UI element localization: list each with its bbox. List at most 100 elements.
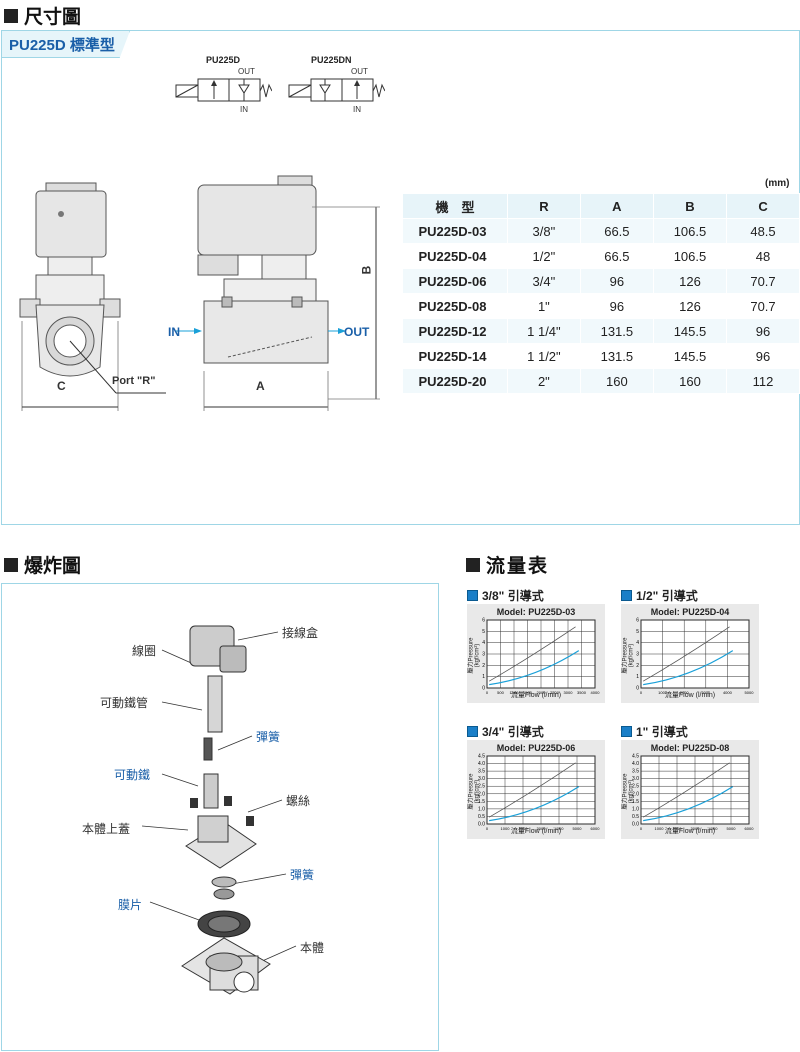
y-tick-label: 2 [482,663,485,669]
bullet-icon [621,726,632,737]
part-label-plunger-tube: 可動鐵管 [100,696,149,710]
table-cell: 3/8" [506,218,581,244]
front-view-drawing [19,182,166,411]
y-tick-label: 4 [636,640,639,646]
table-cell: PU225D-12 [402,318,508,344]
y-tick-label: 3.0 [632,776,639,782]
x-tick-label: 2500 [550,690,560,695]
x-tick-label: 500 [497,690,504,695]
x-tick-label: 1500 [523,690,533,695]
x-tick-label: 3500 [577,690,587,695]
x-tick-label: 2000 [680,690,690,695]
x-tick-label: 1000 [501,826,511,831]
table-cell: 160 [579,368,654,394]
part-label-junction-box: 接線盒 [282,626,319,640]
table-cell: 126 [652,268,728,294]
symbol-pu225d: PU225D OUT IN [172,53,272,123]
table-cell: 145.5 [652,318,728,344]
exploded-panel: 線圈 可動鐵管 可動鐵 本體上蓋 膜片 接線盒 彈簧 螺絲 彈簧 本體 [1,583,439,1051]
y-tick-label: 4 [482,640,485,646]
table-cell: 106.5 [652,218,728,244]
x-tick-label: 4000 [709,826,719,831]
valve-symbol-icon [175,78,272,102]
flow-curve-dark [642,762,730,818]
y-tick-label: 1 [482,674,485,680]
table-cell: 48 [726,243,800,269]
flow-curve-dark [488,762,576,818]
table-cell: 126 [652,293,728,319]
y-tick-label: 1.5 [632,799,639,805]
part-label-body: 本體 [300,941,325,955]
x-tick-label: 0 [640,826,643,831]
flow-curve-dark [642,626,730,682]
section-title-flow: 流量表 [466,551,549,578]
bullet-icon [621,590,632,601]
table-cell: 1 1/4" [506,318,581,344]
table-cell: 1" [506,293,581,319]
flow-curve-blue [489,650,580,686]
part-label-plunger: 可動鐵 [114,768,151,782]
table-cell: PU225D-04 [402,243,508,269]
column-header: B [652,193,728,219]
table-cell: 131.5 [579,318,654,344]
x-tick-label: 2000 [673,826,683,831]
part-label-spring: 彈簧 [290,868,315,882]
table-cell: 131.5 [579,343,654,369]
x-tick-label: 4000 [555,826,565,831]
section-title-dimension: 尺寸圖 [4,2,81,29]
y-tick-label: 0.5 [478,814,485,820]
table-cell: 112 [726,368,800,394]
table-cell: 3/4" [506,268,581,294]
y-tick-label: 4.0 [632,761,639,767]
y-tick-label: 2.0 [478,791,485,797]
table-cell: 96 [579,268,654,294]
square-bullet-icon [4,557,18,572]
y-tick-label: 3.5 [632,769,639,775]
flow-head: 1" 引導式 [621,723,688,740]
y-tick-label: 5 [482,629,485,635]
flow-curve-blue [643,650,734,686]
y-tick-label: 2.0 [632,791,639,797]
table-cell: 96 [726,318,800,344]
x-tick-label: 4000 [591,690,601,695]
flow-curve-blue [489,786,580,822]
bullet-icon [467,726,478,737]
unit-label: (mm) [765,178,790,189]
table-cell: 70.7 [726,293,800,319]
x-tick-label: 5000 [745,690,755,695]
x-tick-label: 0 [486,826,489,831]
flow-curve-blue [643,786,734,822]
part-label-coil: 線圈 [132,644,157,658]
table-cell: 48.5 [726,218,800,244]
model-tag: PU225D 標準型 [2,31,130,58]
x-tick-label: 3000 [701,690,711,695]
part-label-screw: 螺絲 [286,794,311,808]
x-tick-label: 1000 [510,690,520,695]
table-cell: PU225D-03 [402,218,508,244]
x-tick-label: 5000 [573,826,583,831]
column-header: R [506,193,581,219]
flow-head: 1/2" 引導式 [621,587,698,604]
x-tick-label: 4000 [723,690,733,695]
table-cell: PU225D-14 [402,343,508,369]
x-tick-label: 0 [640,690,643,695]
square-bullet-icon [466,557,480,572]
table-cell: 2" [506,368,581,394]
y-tick-label: 6 [482,618,485,624]
x-tick-label: 3000 [691,826,701,831]
x-tick-label: 5000 [727,826,737,831]
table-header-row: 機 型 R A B C [402,193,800,219]
x-tick-label: 6000 [591,826,601,831]
exploded-view-drawing [141,625,297,995]
